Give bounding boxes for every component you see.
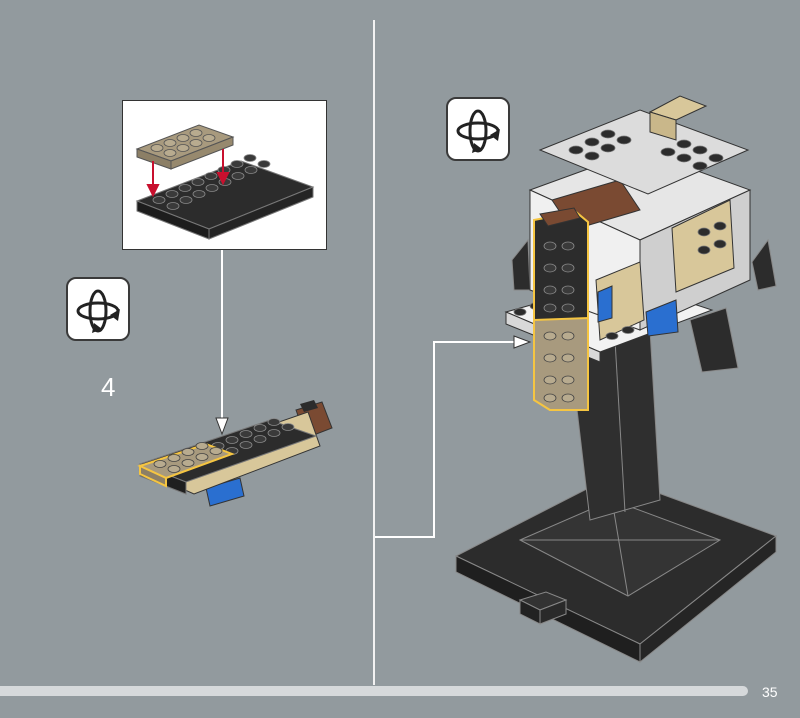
step-number: 4 xyxy=(101,372,116,402)
rotate-arrows-icon xyxy=(456,109,500,153)
tan-plate-onto-black-plate-diagram xyxy=(135,124,315,240)
page-divider xyxy=(373,20,375,685)
rotate-model-icon-right xyxy=(446,97,510,161)
rotate-arrows-icon xyxy=(76,289,120,333)
page-number: 35 xyxy=(762,684,778,700)
rotate-model-icon xyxy=(66,277,130,341)
page-progress-bar xyxy=(0,686,748,696)
sub-assembly-callout xyxy=(122,100,327,250)
